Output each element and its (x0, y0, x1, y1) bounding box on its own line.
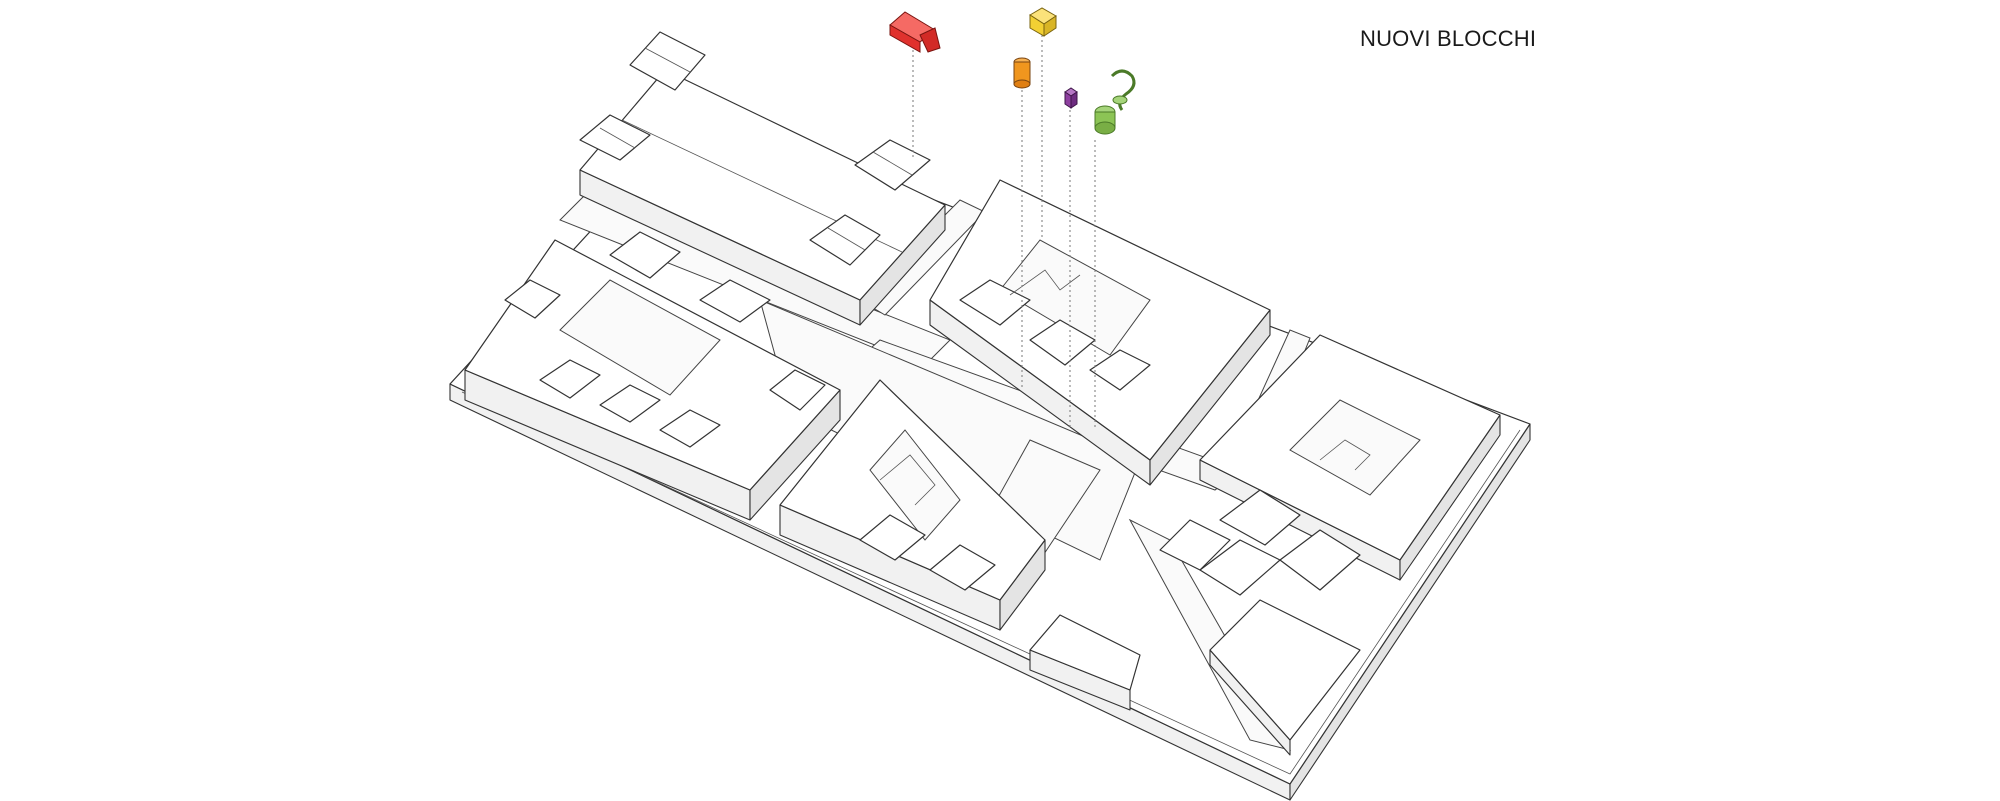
building-west-block (464, 231, 841, 521)
building-north-long (579, 31, 946, 326)
building-southeast-cluster (1029, 489, 1361, 756)
orange-block (1013, 57, 1031, 89)
leader-lines (912, 30, 1096, 430)
building-south-block (779, 379, 1046, 631)
yellow-block (1029, 7, 1057, 37)
building-central-block (929, 179, 1271, 486)
red-block-arm (919, 27, 941, 53)
diagram-title: NUOVI BLOCCHI (1360, 26, 1537, 51)
purple-block (1064, 87, 1078, 109)
red-block-side (889, 24, 921, 53)
red-block (889, 11, 941, 53)
green-block (1094, 69, 1136, 135)
